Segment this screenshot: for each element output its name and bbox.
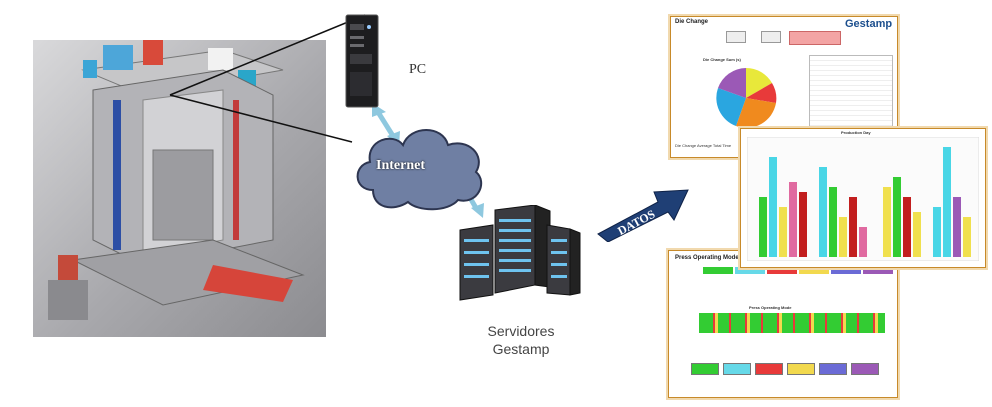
summary-setup — [851, 363, 879, 375]
connector-line-bottom — [169, 94, 353, 143]
die-time-box — [789, 31, 841, 45]
datos-arrow: DATOS — [597, 189, 689, 242]
servers-label-line1: Servidores — [487, 323, 555, 339]
summary-stop — [755, 363, 783, 375]
summary-die-change — [819, 363, 847, 375]
die-change-footer: Die Change Average Total Time — [675, 143, 732, 148]
die-change-table — [809, 55, 893, 139]
servers-label: Servidores Gestamp — [466, 322, 576, 358]
pie-slice — [746, 83, 777, 103]
mode-button-auto[interactable] — [703, 267, 733, 274]
production-chart-title: Production Day — [841, 130, 871, 135]
mode-button-auto-2[interactable] — [735, 267, 765, 274]
die-change-chart-title: Die Change Sum (s) — [703, 57, 741, 62]
summary-auto — [691, 363, 719, 375]
die-box-2 — [761, 31, 781, 43]
servers-label-line2: Gestamp — [492, 341, 550, 357]
operating-modes-title: Press Operating Modes — [675, 255, 743, 261]
pc-label: PC — [409, 62, 427, 77]
pie-slice — [736, 98, 776, 128]
servers-icon — [459, 205, 581, 301]
mode-summary-row — [691, 363, 879, 375]
mode-button-manual[interactable] — [799, 267, 829, 274]
production-bar-chart — [747, 137, 979, 261]
operating-mode-chart-title: Press Operating Mode — [749, 305, 792, 310]
press-machine-image — [33, 40, 326, 337]
operating-mode-timeline — [699, 313, 885, 333]
connector-line-top — [169, 14, 366, 96]
bar-group-2 — [819, 167, 867, 257]
datos-label: DATOS — [615, 207, 657, 238]
pie-slice — [716, 88, 746, 126]
gestamp-brand: Gestamp — [845, 18, 893, 30]
die-box-1 — [726, 31, 746, 43]
mode-button-die-change[interactable] — [831, 267, 861, 274]
operating-modes-screen: Press Operating Modes Press Operating Mo… — [668, 250, 898, 398]
pie-slice — [746, 67, 772, 98]
summary-auto-2 — [723, 363, 751, 375]
internet-cloud-icon — [356, 129, 483, 211]
internet-label: Internet — [376, 158, 425, 173]
die-change-pie-chart — [716, 67, 777, 128]
die-change-title: Die Change — [675, 19, 709, 25]
mode-button-setup[interactable] — [863, 267, 893, 274]
production-bar-screen: Production Day — [740, 128, 986, 268]
summary-manual — [787, 363, 815, 375]
mode-button-stop[interactable] — [767, 267, 797, 274]
bar-group-1 — [759, 157, 807, 257]
bar-group-4 — [933, 147, 971, 257]
mode-button-row — [703, 267, 893, 274]
pie-slice — [718, 68, 746, 98]
press-machine-illustration — [48, 40, 305, 320]
bar-group-3 — [883, 177, 921, 257]
pc-icon — [345, 14, 379, 108]
